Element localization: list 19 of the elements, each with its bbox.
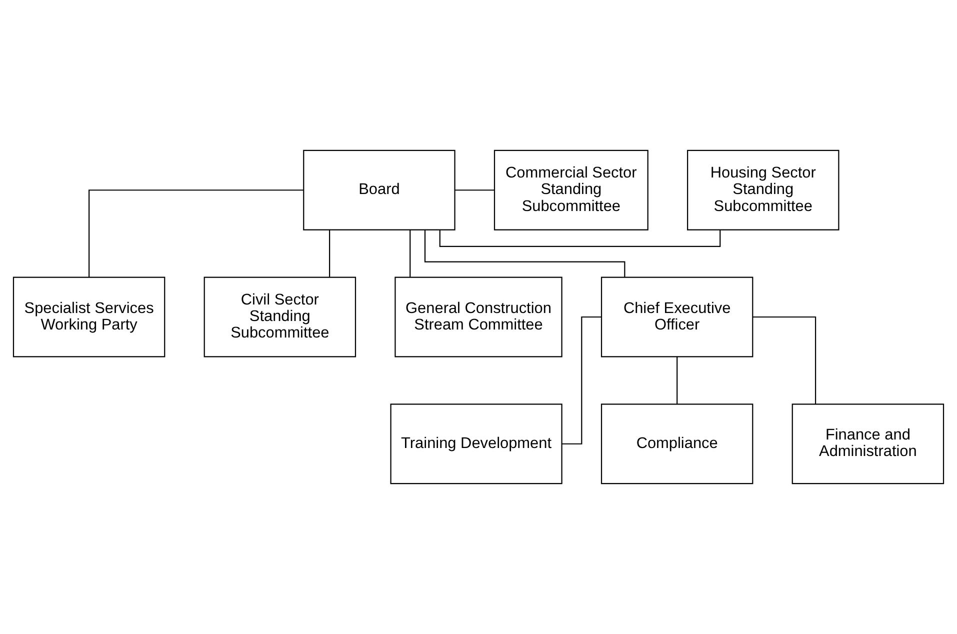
connector [410, 230, 411, 277]
connector [562, 316, 602, 444]
node-box: Civil Sector Standing Subcommittee [204, 276, 356, 358]
node-box: General Construction Stream Committee [394, 276, 562, 358]
node-box: Housing Sector Standing Subcommittee [687, 150, 840, 230]
connector [88, 190, 304, 278]
node-box: Commercial Sector Standing Subcommittee [494, 150, 648, 230]
connector [439, 230, 721, 247]
connector [752, 316, 816, 404]
connector [424, 230, 626, 278]
connector [329, 230, 330, 277]
node-box: Finance and Administration [792, 404, 944, 484]
node-box: Chief Executive Officer [600, 276, 754, 358]
node-box: Compliance [600, 404, 754, 484]
node-box: Board [303, 150, 456, 230]
connector [455, 190, 494, 191]
node-box: Specialist Services Working Party [12, 276, 166, 358]
node-box: Training Development [390, 404, 562, 484]
connector [676, 356, 678, 404]
